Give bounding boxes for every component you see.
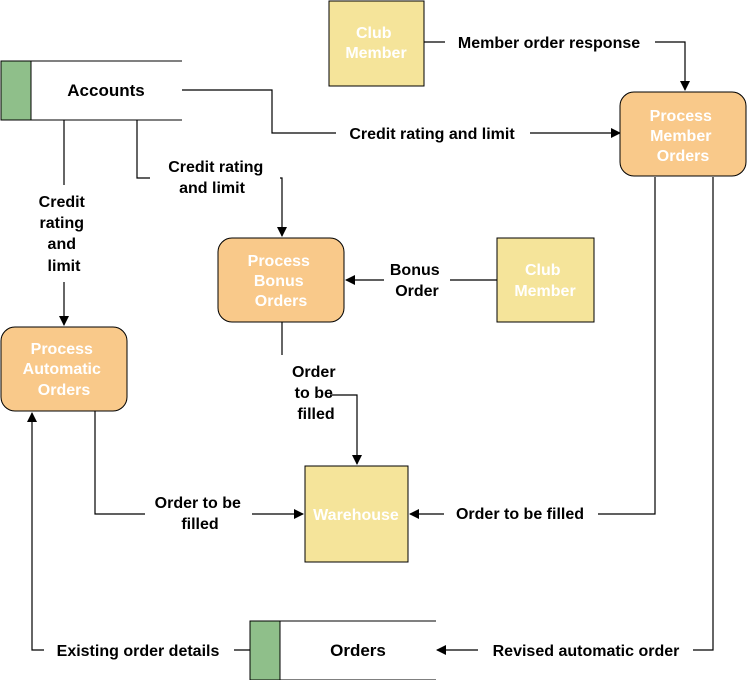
edge-order-filled-member: [410, 177, 656, 514]
warehouse-label: Warehouse: [313, 507, 399, 524]
label-credit-rating-member: Credit rating and limit: [349, 126, 515, 143]
edge-credit-rating-member: [182, 89, 620, 133]
club-member-mid-label: Club Member: [514, 262, 575, 300]
accounts-store: Accounts: [0, 60, 182, 121]
edge-existing-order-details: [32, 413, 250, 651]
label-credit-rating-bonus: Credit rating and limit: [168, 159, 268, 197]
label-bonus-order: Bonus Order: [390, 262, 444, 300]
orders-store-label: Orders: [330, 641, 386, 660]
process-automatic-orders-label: Process Automatic Orders: [23, 341, 106, 399]
process-member-orders-box: [619, 91, 747, 177]
accounts-store-label: Accounts: [67, 81, 144, 100]
accounts-store-outline: [0, 60, 182, 121]
label-existing-order-details: Existing order details: [57, 643, 220, 660]
label-order-filled-auto: Order to be filled: [155, 495, 246, 533]
orders-store-outline: [249, 620, 436, 680]
edge-member-order-response: [424, 41, 685, 90]
process-member-orders-label: Process Member Orders: [650, 108, 717, 165]
accounts-store-tab: [1, 61, 31, 120]
club-member-top-label: Club Member: [345, 25, 406, 62]
orders-store: Orders: [249, 620, 436, 680]
edge-credit-rating-bonus: [136, 120, 282, 236]
edge-order-filled-auto: [94, 411, 303, 514]
edge-order-filled-bonus: [281, 322, 357, 464]
label-revised-automatic-order: Revised automatic order: [493, 643, 680, 660]
label-order-filled-bonus: Order to be filled: [292, 364, 340, 423]
club-member-top-box: [328, 0, 425, 87]
process-automatic-orders-box: [0, 326, 128, 412]
orders-store-tab: [250, 621, 280, 680]
process-bonus-orders-box: [217, 237, 345, 323]
label-member-order-response: Member order response: [458, 35, 640, 52]
club-member-mid-box: [496, 237, 595, 323]
label-order-filled-member: Order to be filled: [456, 506, 584, 523]
warehouse-box: [304, 465, 409, 563]
edge-revised-automatic-order: [437, 177, 714, 650]
process-bonus-orders-label: Process Bonus Orders: [248, 253, 315, 310]
label-credit-rating-auto: Credit rating and limit: [39, 194, 90, 275]
